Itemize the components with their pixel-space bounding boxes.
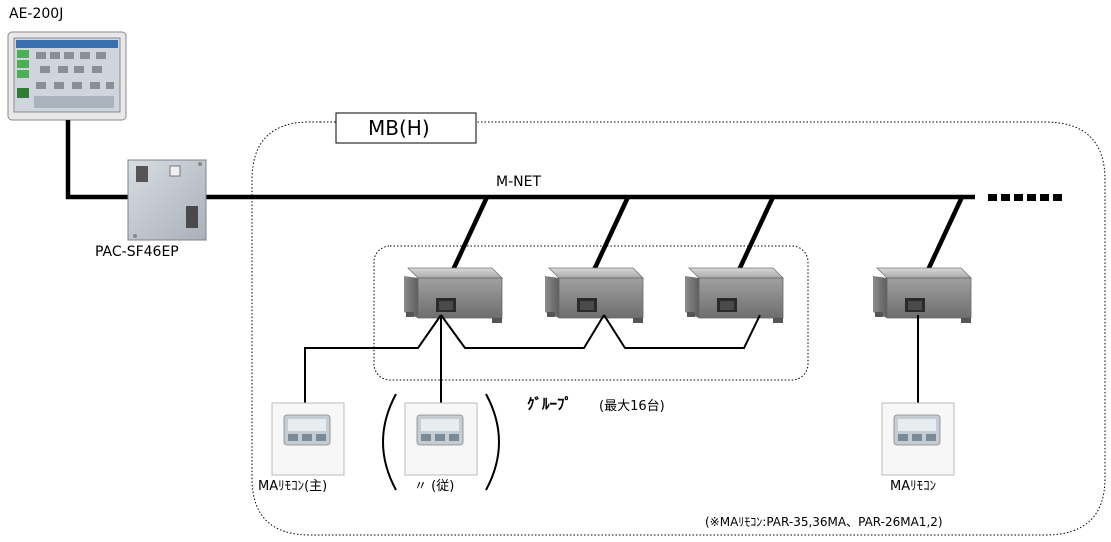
- system-title-box: [335, 112, 477, 144]
- footnote: (※MAﾘﾓｺﾝ:PAR-35,36MA、PAR-26MA1,2): [705, 515, 943, 529]
- wiring: [65, 120, 975, 271]
- group-boundary: [373, 245, 809, 381]
- ma-remote-single: [881, 402, 955, 476]
- indoor-unit-3: [684, 267, 784, 324]
- ma-remote-sub: [404, 402, 478, 476]
- indoor-unit-4: [872, 267, 972, 324]
- left-paren: [382, 393, 397, 491]
- right-paren: [485, 393, 500, 491]
- central-controller-device: [7, 31, 127, 121]
- remote-main-label: MAﾘﾓｺﾝ(主): [258, 479, 328, 494]
- remote-wiring: [304, 314, 919, 403]
- interface-device: [127, 159, 207, 241]
- bus-label: M-NET: [496, 174, 542, 190]
- system-title: MB(H): [368, 116, 430, 140]
- indoor-unit-2: [544, 267, 644, 324]
- group-note: (最大16台): [599, 399, 665, 414]
- interface-label: PAC-SF46EP: [95, 244, 179, 260]
- group-label: ｸﾞﾙｰﾌﾟ: [527, 395, 573, 413]
- central-controller-label: AE-200J: [9, 6, 64, 22]
- system-boundary: [251, 121, 1106, 536]
- remote-single-label: MAﾘﾓｺﾝ: [890, 479, 937, 494]
- bus-continuation: [988, 194, 1062, 201]
- remote-sub-label: 〃 (従): [414, 479, 455, 494]
- indoor-unit-1: [403, 267, 503, 324]
- ma-remote-main: [271, 402, 345, 476]
